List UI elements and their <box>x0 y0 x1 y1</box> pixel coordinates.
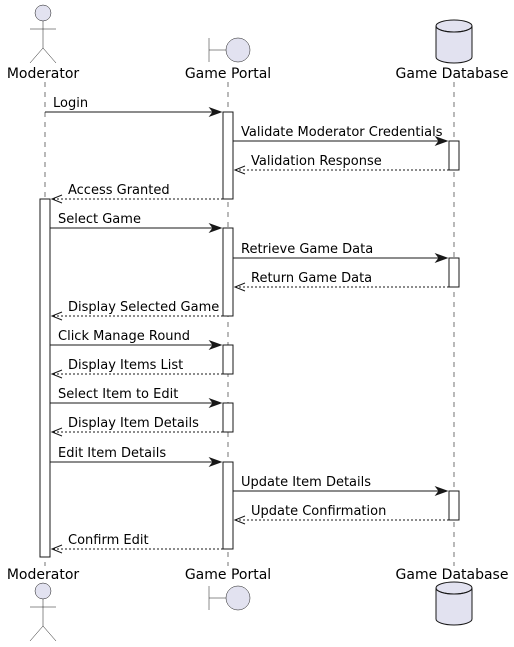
message-label: Select Item to Edit <box>58 387 178 402</box>
participant-moderator-top: Moderator <box>7 4 80 82</box>
message-update-item-details: Update Item Details <box>233 475 449 497</box>
message-label: Retrieve Game Data <box>241 242 373 257</box>
participant-game-portal-bottom: Game Portal <box>185 567 271 611</box>
arrowhead <box>50 427 63 437</box>
message-label: Display Selected Game <box>68 300 219 315</box>
arrowhead <box>208 339 223 351</box>
message-label: Confirm Edit <box>68 533 149 548</box>
boundary-icon <box>208 37 251 63</box>
activation-portal <box>222 461 234 550</box>
activation-database <box>448 490 460 521</box>
arrowhead <box>434 252 449 264</box>
message-label: Validate Moderator Credentials <box>241 125 443 140</box>
activation-portal <box>222 227 234 317</box>
activation-portal <box>222 344 234 375</box>
arrowhead <box>208 106 223 118</box>
message-display-items-list: Display Items List <box>50 358 223 379</box>
message-label: Display Items List <box>68 358 183 373</box>
participant-game-portal-top: Game Portal <box>185 37 271 82</box>
message-label: Access Granted <box>68 183 170 198</box>
message-select-item-to-edit: Select Item to Edit <box>50 387 223 409</box>
message-click-manage-round: Click Manage Round <box>50 329 223 351</box>
message-label: Select Game <box>58 212 141 227</box>
arrowhead <box>434 485 449 497</box>
activation-database <box>448 257 460 288</box>
messages: Login Validate Moderator Credentials Val… <box>45 96 449 554</box>
participant-label: Game Database <box>396 66 509 82</box>
activation-database <box>448 140 460 171</box>
arrowhead <box>50 194 63 204</box>
message-label: Update Confirmation <box>251 504 386 519</box>
message-label: Click Manage Round <box>58 329 190 344</box>
message-return-game-data: Return Game Data <box>233 271 449 292</box>
arrowhead <box>208 397 223 409</box>
participant-label: Game Database <box>396 567 509 583</box>
message-label: Validation Response <box>251 154 382 169</box>
message-label: Update Item Details <box>241 475 371 490</box>
activation-portal <box>222 111 234 200</box>
database-icon <box>435 19 473 64</box>
message-select-game: Select Game <box>50 212 223 234</box>
arrowhead <box>233 282 246 292</box>
message-display-selected-game: Display Selected Game <box>50 300 223 321</box>
activations <box>39 111 460 558</box>
message-login: Login <box>45 96 223 118</box>
participant-label: Game Portal <box>185 567 271 583</box>
message-validate-credentials: Validate Moderator Credentials <box>233 125 449 147</box>
arrowhead <box>50 544 63 554</box>
participant-label: Moderator <box>7 66 80 82</box>
participant-label: Game Portal <box>185 66 271 82</box>
arrowhead <box>50 311 63 321</box>
message-update-confirmation: Update Confirmation <box>233 504 449 525</box>
arrowhead <box>434 135 449 147</box>
message-confirm-edit: Confirm Edit <box>50 533 223 554</box>
message-display-item-details: Display Item Details <box>50 416 223 437</box>
participant-game-database-bottom: Game Database <box>396 567 509 626</box>
boundary-icon <box>208 585 251 611</box>
database-icon <box>435 581 473 626</box>
message-validation-response: Validation Response <box>233 154 449 175</box>
lifelines <box>44 82 455 566</box>
arrowhead <box>208 222 223 234</box>
actor-icon <box>29 4 57 64</box>
arrowhead <box>208 456 223 468</box>
message-label: Login <box>53 96 88 111</box>
message-label: Edit Item Details <box>58 446 166 461</box>
message-label: Display Item Details <box>68 416 199 431</box>
actor-icon <box>29 582 57 642</box>
arrowhead <box>50 369 63 379</box>
activation-portal <box>222 402 234 433</box>
participant-label: Moderator <box>7 567 80 583</box>
arrowhead <box>233 515 246 525</box>
participant-game-database-top: Game Database <box>396 19 509 82</box>
message-edit-item-details: Edit Item Details <box>50 446 223 468</box>
activation-moderator <box>39 198 51 558</box>
message-retrieve-game-data: Retrieve Game Data <box>233 242 449 264</box>
participant-moderator-bottom: Moderator <box>7 567 80 642</box>
arrowhead <box>233 165 246 175</box>
message-label: Return Game Data <box>251 271 372 286</box>
message-access-granted: Access Granted <box>50 183 223 204</box>
